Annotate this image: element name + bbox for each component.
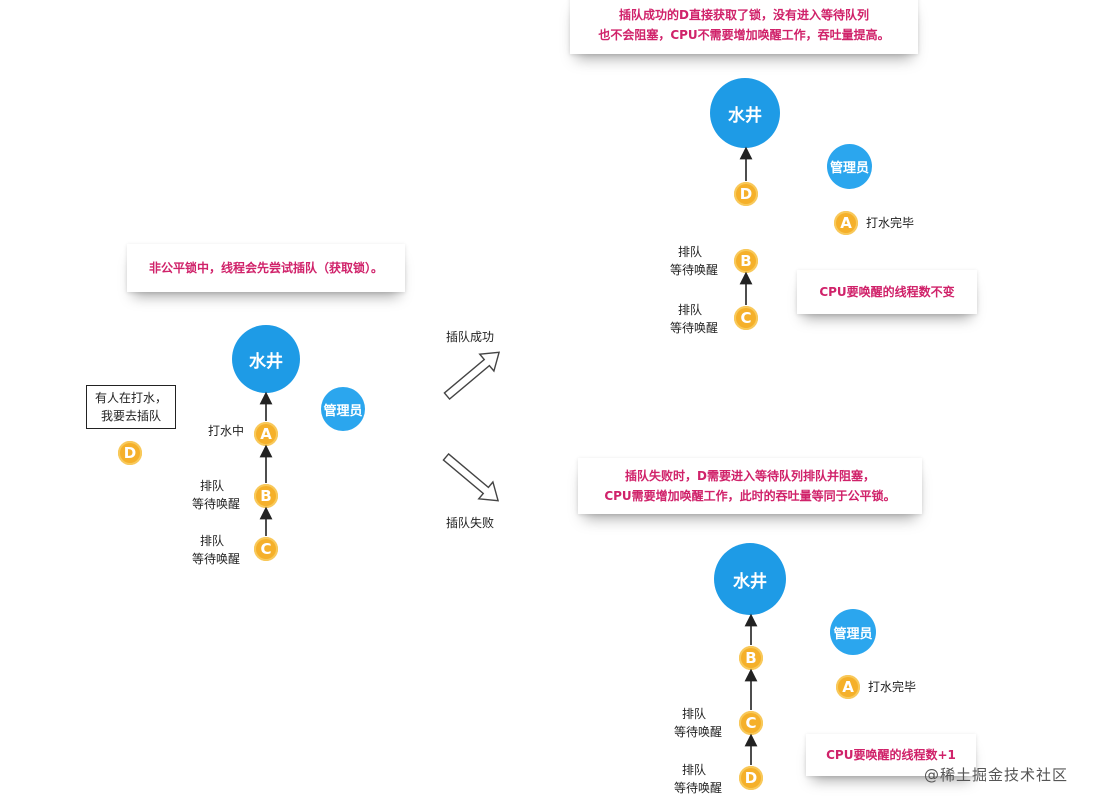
top-right-note: 插队成功的D直接获取了锁，没有进入等待队列 也不会阻塞，CPU不需要增加唤醒工作… xyxy=(570,0,918,54)
success-hollow-arrow xyxy=(443,351,501,401)
bottom-right-admin: 管理员 xyxy=(830,609,876,655)
top-right-label-b-line1: 排队 xyxy=(677,245,702,259)
left-node-b-label: B xyxy=(260,487,272,505)
left-label-c-line2: 等待唤醒 xyxy=(191,552,240,566)
fail-label-text: 插队失败 xyxy=(446,516,495,530)
left-thought-box: 有人在打水， 我要去插队 xyxy=(86,385,176,429)
top-right-label-a-text: 打水完毕 xyxy=(866,216,915,230)
watermark-text: @稀土掘金技术社区 xyxy=(924,766,1069,784)
bottom-right-admin-label: 管理员 xyxy=(833,626,873,642)
left-node-c: C xyxy=(254,537,278,561)
bottom-right-well-label: 水井 xyxy=(733,571,767,592)
left-admin: 管理员 xyxy=(321,387,365,431)
left-node-a: A xyxy=(254,422,278,446)
left-note: 非公平锁中，线程会先尝试插队（获取锁）。 xyxy=(127,244,405,292)
left-label-a: 打水中 xyxy=(200,422,244,440)
top-right-node-c-label: C xyxy=(740,309,752,327)
top-right-label-b-line2: 等待唤醒 xyxy=(669,263,718,277)
top-right-admin: 管理员 xyxy=(827,144,872,189)
fail-hollow-arrow xyxy=(442,452,500,502)
top-right-node-a: A xyxy=(834,211,858,235)
left-well: 水井 xyxy=(232,325,300,393)
bottom-right-node-b: B xyxy=(739,646,763,670)
top-right-note-line2: 也不会阻塞，CPU不需要增加唤醒工作，吞吐量提高。 xyxy=(598,28,890,42)
success-label: 插队成功 xyxy=(446,328,494,346)
left-node-b: B xyxy=(254,484,278,508)
top-right-well: 水井 xyxy=(710,78,780,148)
top-right-label-c-line1: 排队 xyxy=(677,303,702,317)
top-right-admin-label: 管理员 xyxy=(829,161,869,176)
top-right-node-b-label: B xyxy=(740,252,752,270)
top-right-cpu-note: CPU要唤醒的线程数不变 xyxy=(797,270,977,314)
bottom-right-label-c-line2: 等待唤醒 xyxy=(673,725,722,739)
left-thought-line1: 有人在打水， xyxy=(94,391,167,405)
top-right-node-b: B xyxy=(734,249,758,273)
bottom-right-note-line1: 插队失败时，D需要进入等待队列排队并阻塞， xyxy=(625,469,875,483)
top-right-node-c: C xyxy=(734,306,758,330)
left-label-c: 排队 等待唤醒 xyxy=(184,532,240,568)
bottom-right-label-d: 排队 等待唤醒 xyxy=(666,761,722,797)
fail-label: 插队失败 xyxy=(446,514,494,532)
bottom-right-label-a-text: 打水完毕 xyxy=(868,680,917,694)
success-label-text: 插队成功 xyxy=(446,330,495,344)
bottom-right-label-c: 排队 等待唤醒 xyxy=(666,705,722,741)
bottom-right-label-d-line1: 排队 xyxy=(681,763,706,777)
bottom-right-label-a: 打水完毕 xyxy=(868,678,916,696)
bottom-right-label-c-line1: 排队 xyxy=(681,707,706,721)
bottom-right-label-d-line2: 等待唤醒 xyxy=(673,781,722,795)
bottom-right-note: 插队失败时，D需要进入等待队列排队并阻塞， CPU需要增加唤醒工作，此时的吞吐量… xyxy=(578,458,922,514)
top-right-well-label: 水井 xyxy=(728,105,762,126)
left-label-b: 排队 等待唤醒 xyxy=(184,477,240,513)
top-right-label-c-line2: 等待唤醒 xyxy=(669,321,718,335)
top-right-node-d-label: D xyxy=(739,185,753,203)
bottom-right-node-a: A xyxy=(836,675,860,699)
left-node-d-label: D xyxy=(123,444,137,462)
left-label-c-line1: 排队 xyxy=(199,534,224,548)
top-right-node-d: D xyxy=(734,182,758,206)
bottom-right-well: 水井 xyxy=(714,543,786,615)
top-right-label-a: 打水完毕 xyxy=(866,214,914,232)
left-node-c-label: C xyxy=(260,540,272,558)
top-right-note-line1: 插队成功的D直接获取了锁，没有进入等待队列 xyxy=(619,8,869,22)
left-label-b-line2: 等待唤醒 xyxy=(191,497,240,511)
bottom-right-node-d-label: D xyxy=(744,769,758,787)
bottom-right-node-c: C xyxy=(739,711,763,735)
left-admin-label: 管理员 xyxy=(323,403,363,419)
bottom-right-cpu-note-text: CPU要唤醒的线程数+1 xyxy=(826,748,956,762)
bottom-right-node-a-label: A xyxy=(842,678,854,696)
top-right-label-b: 排队 等待唤醒 xyxy=(662,243,718,279)
bottom-right-note-line2: CPU需要增加唤醒工作，此时的吞吐量等同于公平锁。 xyxy=(604,489,896,503)
bottom-right-node-b-label: B xyxy=(745,649,757,667)
bottom-right-node-c-label: C xyxy=(745,714,757,732)
top-right-label-c: 排队 等待唤醒 xyxy=(662,301,718,337)
left-thought-line2: 我要去插队 xyxy=(100,409,161,423)
top-right-node-a-label: A xyxy=(840,214,852,232)
left-note-text: 非公平锁中，线程会先尝试插队（获取锁）。 xyxy=(148,261,383,275)
left-label-b-line1: 排队 xyxy=(199,479,224,493)
bottom-right-cpu-note: CPU要唤醒的线程数+1 xyxy=(806,734,976,776)
left-well-label: 水井 xyxy=(249,351,283,372)
top-right-cpu-note-text: CPU要唤醒的线程数不变 xyxy=(819,285,955,299)
left-label-a-text: 打水中 xyxy=(207,424,244,438)
left-node-a-label: A xyxy=(260,425,272,443)
bottom-right-node-d: D xyxy=(739,766,763,790)
left-node-d: D xyxy=(118,441,142,465)
watermark: @稀土掘金技术社区 xyxy=(924,764,1068,785)
